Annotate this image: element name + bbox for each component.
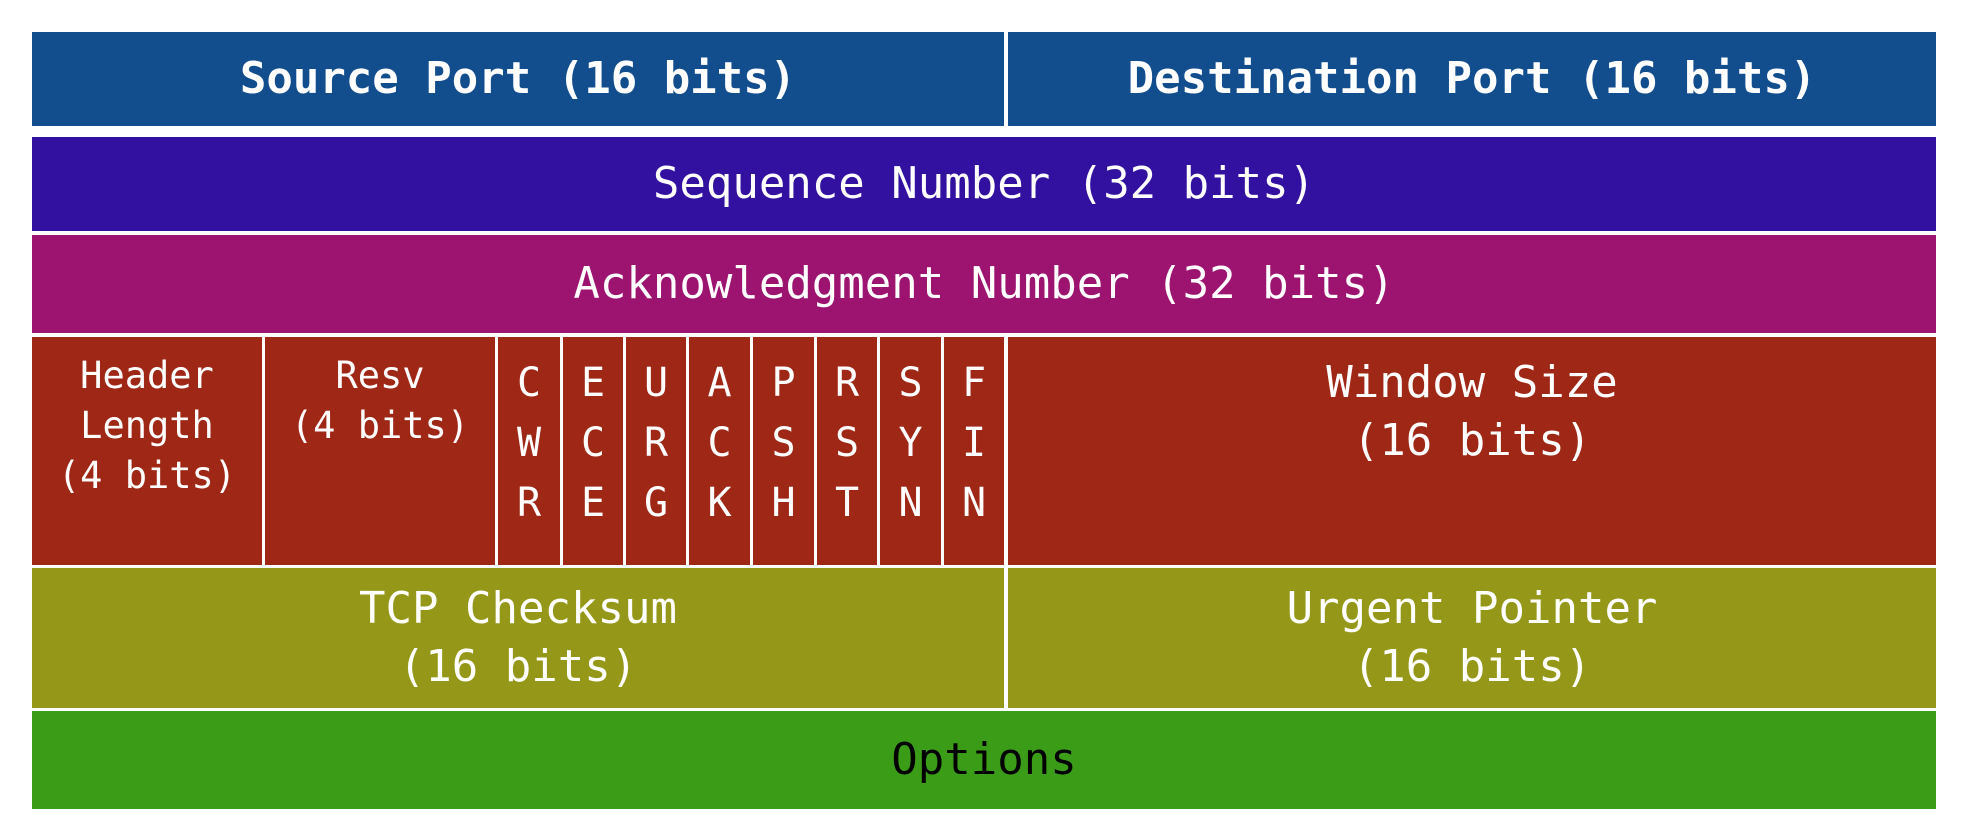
flag-rst: R S T bbox=[817, 337, 877, 565]
reserved-field: Resv (4 bits) bbox=[265, 337, 495, 565]
destination-port-field: Destination Port (16 bits) bbox=[1008, 32, 1936, 126]
acknowledgment-number-field: Acknowledgment Number (32 bits) bbox=[32, 235, 1936, 333]
flag-fin: F I N bbox=[944, 337, 1004, 565]
flag-ece: E C E bbox=[563, 337, 623, 565]
flag-ack: A C K bbox=[689, 337, 750, 565]
source-port-field: Source Port (16 bits) bbox=[32, 32, 1004, 126]
flag-psh: P S H bbox=[753, 337, 814, 565]
flag-urg: U R G bbox=[626, 337, 686, 565]
urgent-pointer-field: Urgent Pointer (16 bits) bbox=[1008, 568, 1936, 708]
sequence-number-field: Sequence Number (32 bits) bbox=[32, 137, 1936, 231]
tcp-checksum-field: TCP Checksum (16 bits) bbox=[32, 568, 1004, 708]
header-length-field: Header Length (4 bits) bbox=[32, 337, 262, 565]
window-size-field: Window Size (16 bits) bbox=[1008, 337, 1936, 565]
flag-syn: S Y N bbox=[880, 337, 941, 565]
flag-cwr: C W R bbox=[498, 337, 560, 565]
options-field: Options bbox=[32, 711, 1936, 809]
